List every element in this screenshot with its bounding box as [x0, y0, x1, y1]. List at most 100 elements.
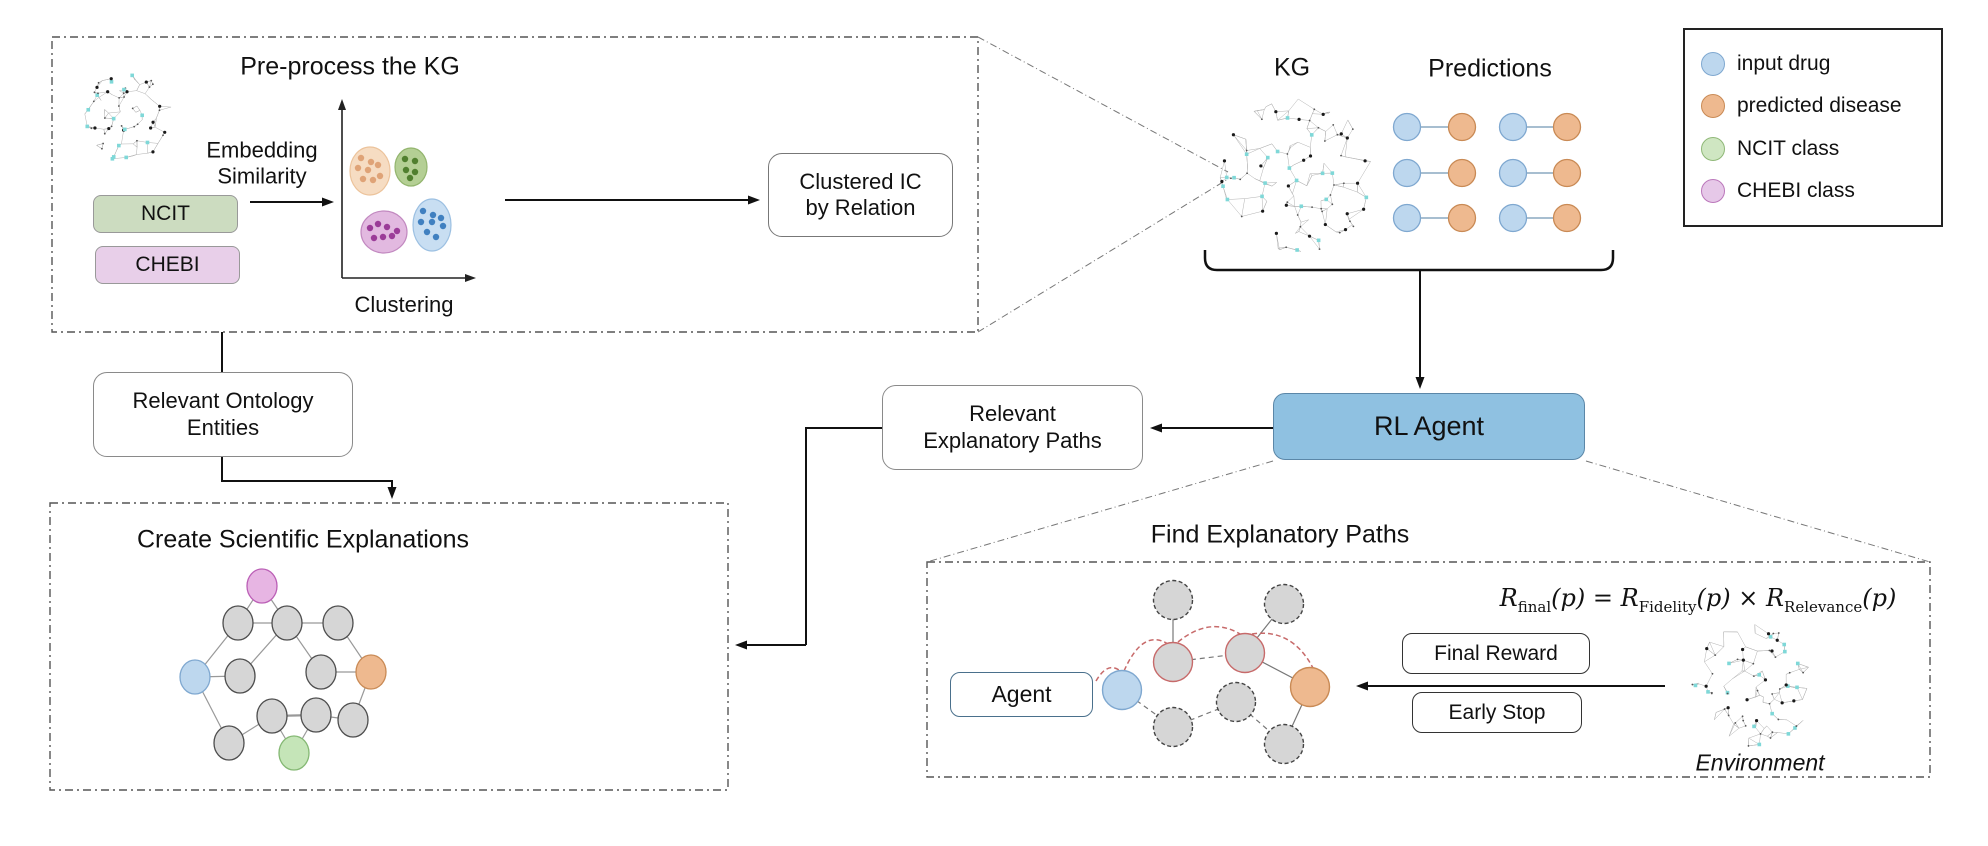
predicted-disease-node	[1552, 158, 1582, 188]
chebi-box: CHEBI	[95, 246, 240, 284]
clustered-ic-line2: by Relation	[805, 195, 916, 220]
legend-item-input-drug: input drug	[1701, 52, 1941, 77]
input-drug-node	[1392, 112, 1422, 142]
ncit-label: NCIT	[141, 202, 190, 226]
final-reward-label: Final Reward	[1434, 641, 1558, 665]
prediction-pair	[1498, 112, 1582, 142]
prediction-pair	[1392, 112, 1477, 142]
prediction-pairs	[1392, 112, 1582, 233]
formula-R2: R	[1620, 584, 1639, 613]
early-stop-box: Early Stop	[1412, 692, 1582, 733]
reasoning-path-arc	[1095, 666, 1120, 682]
prediction-pair	[1498, 203, 1582, 233]
preprocess-title: Pre-process the KG	[240, 52, 460, 81]
formula-eq: =	[1592, 584, 1613, 613]
agent-box: Agent	[950, 672, 1093, 717]
gray-node	[213, 725, 245, 761]
input-drug-node	[1392, 158, 1422, 188]
legend-item-chebi-class: CHEBI class	[1701, 178, 1941, 203]
environment-hairball	[1691, 624, 1809, 747]
formula-R1: R	[1499, 584, 1518, 613]
predicted-disease-node	[1552, 112, 1582, 142]
gray-node	[337, 702, 369, 738]
blue-node	[179, 659, 211, 695]
orange-node	[1289, 666, 1331, 708]
blue-node	[1101, 669, 1143, 711]
path-gray-node	[1152, 641, 1194, 683]
create-explanations-title: Create Scientific Explanations	[136, 525, 470, 554]
cluster-blue	[412, 198, 452, 252]
input-drug-node	[1498, 112, 1528, 142]
ncit-box: NCIT	[93, 195, 238, 233]
prediction-pair	[1392, 158, 1477, 188]
cluster-purple	[360, 210, 408, 254]
rep-line2: Explanatory Paths	[923, 427, 1102, 453]
early-stop-label: Early Stop	[1448, 700, 1546, 724]
legend-item-ncit-class: NCIT class	[1701, 136, 1941, 161]
agent-label: Agent	[991, 680, 1052, 707]
predicted-disease-node	[1447, 158, 1477, 188]
gray-node	[305, 654, 337, 690]
gray-node	[1263, 723, 1305, 765]
gray-node	[222, 605, 254, 641]
reasoning-path-arc	[1177, 625, 1241, 643]
gray-node	[1215, 681, 1257, 723]
clustering-axis-label: Clustering	[354, 292, 454, 317]
explanation-graph	[179, 568, 387, 771]
input-drug-node	[1498, 158, 1528, 188]
pink-node	[246, 568, 278, 604]
find-paths-title: Find Explanatory Paths	[1150, 520, 1410, 549]
reasoning-path-arc	[1251, 632, 1314, 669]
environment-label: Environment	[1695, 749, 1825, 776]
input-drug-swatch-icon	[1701, 52, 1725, 77]
clustered-ic-line1: Clustered IC	[799, 168, 922, 194]
orange-node	[355, 654, 387, 690]
zoom-connector-lines	[926, 36, 1931, 563]
ncit-class-swatch-icon	[1701, 136, 1725, 161]
gray-node	[1263, 583, 1305, 625]
cluster-orange	[349, 146, 391, 196]
reasoning-path-arc	[1123, 639, 1169, 672]
gray-node	[322, 605, 354, 641]
formula-R3: R	[1765, 584, 1785, 613]
formula-p3: (p)	[1862, 584, 1897, 613]
gray-node	[256, 698, 288, 734]
input-drug-node	[1498, 203, 1528, 233]
predicted-disease-node	[1552, 203, 1582, 233]
formula-times: ×	[1738, 584, 1759, 613]
kg-label: KG	[1273, 53, 1311, 82]
legend-label: NCIT class	[1737, 136, 1840, 160]
gray-node	[300, 697, 332, 733]
clustered-ic-box: Clustered IC by Relation	[768, 153, 953, 237]
gray-node	[271, 605, 303, 641]
prediction-pair	[1498, 158, 1582, 188]
formula-p1: (p)	[1551, 584, 1586, 613]
path-gray-node	[1224, 632, 1266, 674]
legend-label: predicted disease	[1737, 94, 1902, 118]
create-explanations-region	[49, 502, 729, 791]
legend-label: CHEBI class	[1737, 178, 1855, 202]
final-reward-box: Final Reward	[1402, 633, 1590, 674]
chebi-label: CHEBI	[135, 253, 200, 277]
predicted-disease-node	[1447, 203, 1477, 233]
rl-agent-label: RL Agent	[1373, 411, 1485, 442]
find-paths-graph	[1095, 579, 1331, 765]
roe-line1: Relevant Ontology	[132, 388, 314, 414]
legend: input drug predicted disease NCIT class …	[1683, 28, 1943, 227]
chebi-class-swatch-icon	[1701, 178, 1725, 203]
gray-node	[1152, 706, 1194, 748]
clustering-plot	[338, 99, 476, 282]
predicted-disease-node	[1447, 112, 1477, 142]
legend-item-predicted-disease: predicted disease	[1701, 94, 1941, 119]
formula-sub-relevance: Relevance	[1784, 597, 1863, 616]
relevant-ontology-entities-box: Relevant Ontology Entities	[93, 372, 353, 457]
find-paths-region	[926, 561, 1931, 778]
green-node	[278, 735, 310, 771]
kg-hairball	[1219, 98, 1371, 252]
formula-p2: (p)	[1696, 584, 1731, 613]
embedding-label-line2: Similarity	[217, 164, 307, 189]
formula-sub-fidelity: Fidelity	[1638, 597, 1697, 616]
kg-predictions-bracket	[1203, 250, 1615, 389]
